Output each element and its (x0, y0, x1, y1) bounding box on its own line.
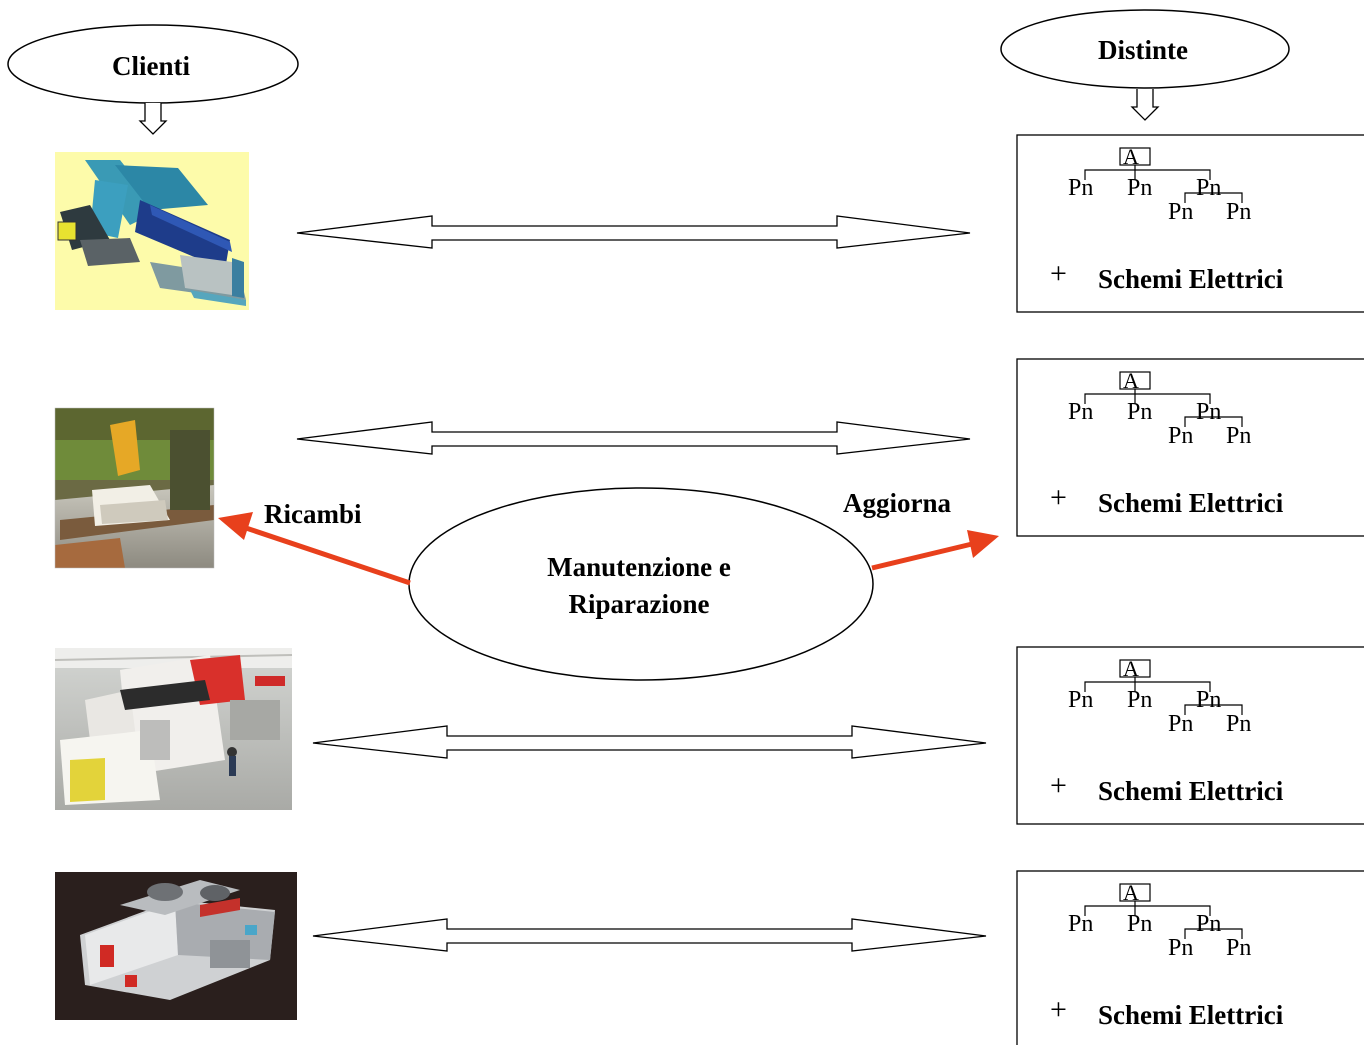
bom-node: Pn (1127, 175, 1152, 201)
bom-node: Pn (1068, 399, 1093, 425)
machine-image-3 (54, 648, 293, 810)
bom-node: Pn (1168, 711, 1193, 737)
bom-node: Pn (1196, 175, 1221, 201)
machine-image-1 (55, 152, 249, 310)
plus-sign: + (1050, 257, 1067, 290)
bom-node: Pn (1226, 423, 1251, 449)
bom-node: Pn (1127, 687, 1152, 713)
bom-node: Distinte (1000, 9, 1290, 89)
plus-sign: + (1050, 769, 1067, 802)
maintenance-label-line1: Manutenzione e (547, 552, 731, 582)
bom-root-node: A (1123, 368, 1139, 393)
aggiorna-label: Aggiorna (843, 488, 952, 518)
bom-root-node: A (1123, 656, 1139, 681)
bom-tree-4: A Pn Pn Pn Pn Pn (1068, 880, 1251, 961)
bom-node: Pn (1068, 911, 1093, 937)
clients-node: Clienti (7, 24, 299, 104)
machine-image-2 (54, 407, 215, 569)
bom-node: Pn (1068, 175, 1093, 201)
clients-label: Clienti (112, 51, 190, 81)
bom-node: Pn (1196, 399, 1221, 425)
schemi-elettrici-label: Schemi Elettrici (1098, 488, 1284, 518)
plus-sign: + (1050, 481, 1067, 514)
ricambi-label: Ricambi (264, 499, 362, 529)
bom-box-3: A Pn Pn Pn Pn Pn + Schemi Elettrici (1016, 646, 1364, 825)
bom-node: Pn (1168, 935, 1193, 961)
bom-node: Pn (1068, 687, 1093, 713)
schemi-elettrici-label: Schemi Elettrici (1098, 264, 1284, 294)
bom-node: Pn (1168, 199, 1193, 225)
bom-node: Pn (1127, 911, 1152, 937)
bom-box-4: A Pn Pn Pn Pn Pn + Schemi Elettrici (1016, 870, 1364, 1045)
double-arrow-1 (296, 215, 971, 249)
bom-root-node: A (1123, 144, 1139, 169)
bom-node: Pn (1127, 399, 1152, 425)
double-arrow-4 (312, 918, 987, 952)
bom-box-1: A Pn Pn Pn Pn Pn + Schemi Elettrici (1016, 134, 1364, 313)
bom-tree-2: A Pn Pn Pn Pn Pn (1068, 368, 1251, 449)
plus-sign: + (1050, 993, 1067, 1026)
down-arrow-bom (1130, 89, 1160, 121)
double-arrow-2 (296, 421, 971, 455)
machine-image-4 (55, 872, 297, 1020)
bom-root-node: A (1123, 880, 1139, 905)
bom-node: Pn (1168, 423, 1193, 449)
bom-node: Pn (1226, 935, 1251, 961)
schemi-elettrici-label: Schemi Elettrici (1098, 1000, 1284, 1030)
double-arrow-3 (312, 725, 987, 759)
maintenance-label-line2: Riparazione (569, 589, 710, 619)
bom-node: Pn (1226, 711, 1251, 737)
bom-node: Pn (1196, 687, 1221, 713)
schemi-elettrici-label: Schemi Elettrici (1098, 776, 1284, 806)
bom-label: Distinte (1098, 35, 1188, 65)
maintenance-node: Manutenzione e Riparazione (408, 487, 874, 681)
bom-box-2: A Pn Pn Pn Pn Pn + Schemi Elettrici (1016, 358, 1364, 537)
bom-node: Pn (1196, 911, 1221, 937)
down-arrow-clients (138, 103, 168, 135)
bom-tree-1: A Pn Pn Pn Pn Pn (1068, 144, 1251, 225)
bom-tree-3: A Pn Pn Pn Pn Pn (1068, 656, 1251, 737)
red-arrow-aggiorna (871, 530, 999, 571)
red-arrow-ricambi (218, 512, 411, 586)
bom-node: Pn (1226, 199, 1251, 225)
